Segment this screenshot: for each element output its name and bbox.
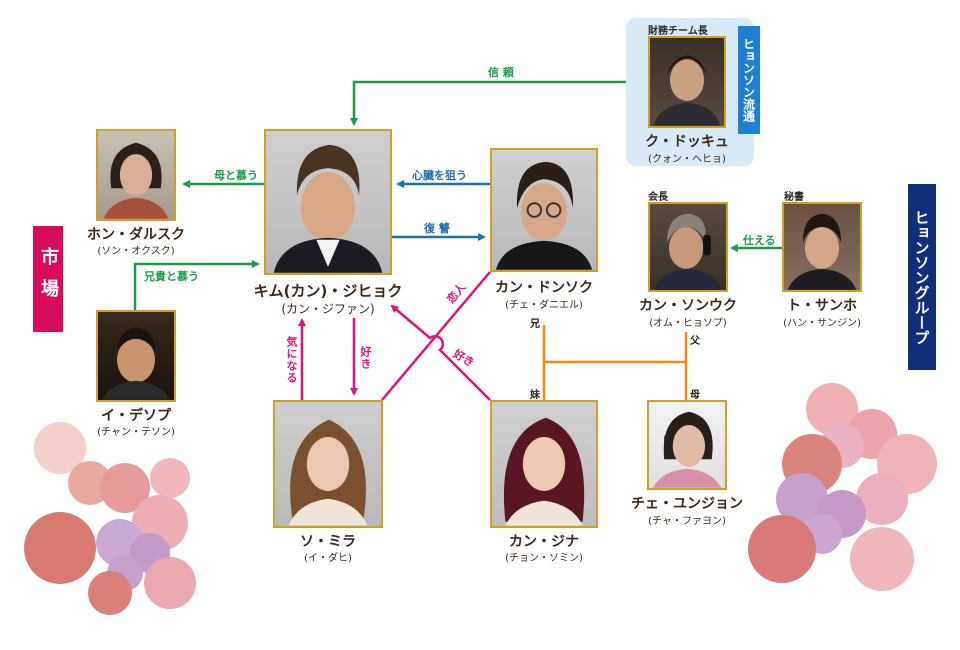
role-do-sangho: 秘書 <box>784 192 804 203</box>
photo-kim-jihyuk[interactable] <box>264 129 392 275</box>
market-label: 市場 <box>33 226 63 332</box>
actor-kang-jina: (チョン・ソミン) <box>505 553 583 564</box>
photo-ku-dukhyu[interactable] <box>648 36 726 128</box>
name-so-mira: ソ・ミラ <box>300 534 356 550</box>
name-kang-jina: カン・ジナ <box>509 534 579 550</box>
role-kang-sungwook: 会長 <box>648 192 668 203</box>
photo-lee-daesub[interactable] <box>96 310 176 402</box>
role-ku-dukhyu: 財務チーム長 <box>648 26 708 37</box>
label-brother-like: 兄貴と慕う <box>144 270 199 283</box>
label-likes-jina: 好き <box>450 347 477 370</box>
name-kim-jihyuk: キム(カン)・ジヒョク <box>253 282 403 300</box>
name-ku-dukhyu: ク・ドッキュ <box>645 134 729 150</box>
actor-lee-daesub: (チャン・テソン) <box>97 427 175 438</box>
photo-do-sangho[interactable] <box>782 202 862 292</box>
actor-so-mira: (イ・ダヒ) <box>304 553 352 564</box>
label-target-heart: 心臓を狙う <box>412 169 467 182</box>
name-kang-dongsuk: カン・ドンソク <box>495 280 593 296</box>
name-do-sangho: ト・サンホ <box>787 298 857 314</box>
photo-kang-jina[interactable] <box>490 400 598 528</box>
actor-ku-dukhyu: (クォン・ヘヒョ) <box>648 154 726 165</box>
label-father: 父 <box>690 336 700 347</box>
actor-kang-dongsuk: (チェ・ダニエル) <box>505 300 583 311</box>
label-older-brother: 兄 <box>530 319 540 330</box>
line-likes-jina <box>390 304 491 401</box>
actor-choi-eunjung: (チャ・ファヨン) <box>648 516 726 527</box>
label-mother: 母 <box>690 390 700 401</box>
photo-so-mira[interactable] <box>273 400 383 528</box>
hyunsung-group-label: ヒョンソングループ <box>908 184 936 370</box>
name-kang-sungwook: カン・ソンウク <box>639 298 737 314</box>
label-mother-like: 母と慕う <box>214 169 258 182</box>
label-younger-sister: 妹 <box>530 390 540 401</box>
name-hong-dalsuk: ホン・ダルスク <box>87 227 185 243</box>
label-serves: 仕える <box>743 234 776 247</box>
photo-kang-sungwook[interactable] <box>648 202 728 292</box>
hyunsung-retail-label: ヒョンソン流通 <box>738 26 760 134</box>
label-trust: 信 頼 <box>488 66 514 79</box>
label-concerned: 気になる <box>285 336 298 384</box>
label-likes-mira: 好き <box>359 346 372 370</box>
name-choi-eunjung: チェ・ユンジョン <box>631 496 743 512</box>
label-revenge: 復 讐 <box>424 222 450 235</box>
label-lover: 恋人 <box>444 280 469 306</box>
actor-kang-sungwook: (オム・ヒョソプ) <box>649 318 727 329</box>
name-lee-daesub: イ・デソプ <box>101 408 171 424</box>
photo-hong-dalsuk[interactable] <box>96 129 176 221</box>
actor-hong-dalsuk: (ソン・オクスク) <box>97 246 175 257</box>
roses-left-decoration <box>24 422 196 615</box>
roses-right-decoration <box>748 383 937 591</box>
photo-choi-eunjung[interactable] <box>647 400 727 490</box>
actor-kim-jihyuk: (カン・ジファン) <box>281 302 375 316</box>
photo-kang-dongsuk[interactable] <box>490 148 598 272</box>
line-trust <box>350 80 648 126</box>
actor-do-sangho: (ハン・サンジン) <box>783 318 861 329</box>
